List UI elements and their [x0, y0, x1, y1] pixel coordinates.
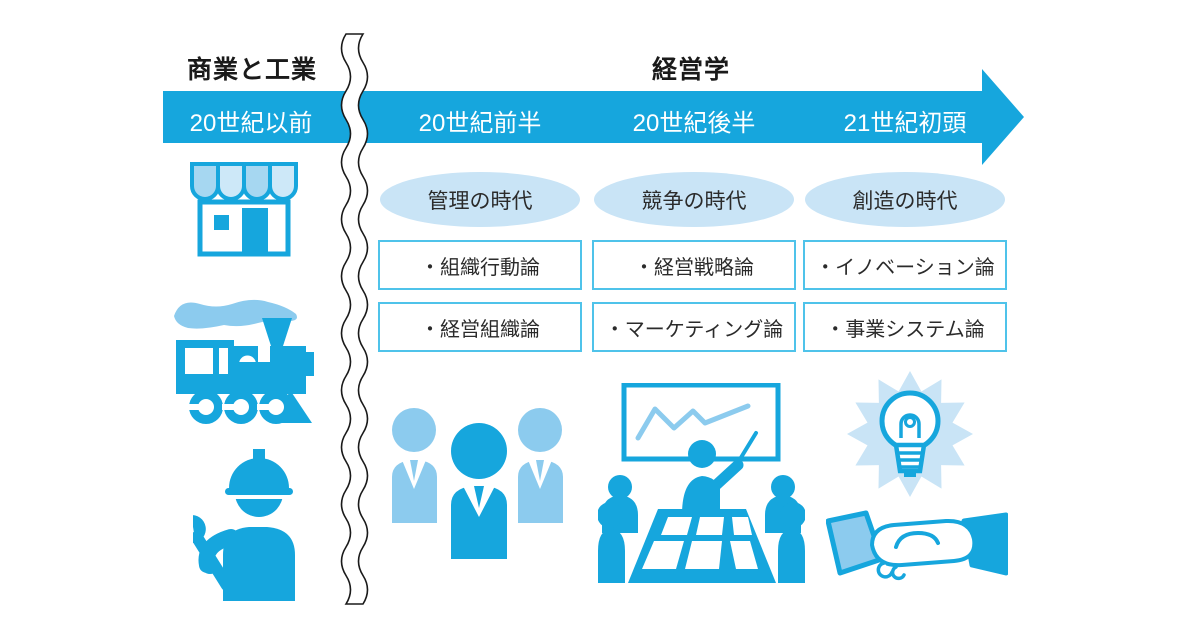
meeting-presentation-icon — [598, 383, 805, 588]
wavy-divider — [330, 30, 390, 608]
theory-box-management-organization: ・経営組織論 — [378, 302, 582, 352]
theory-box-organizational-behavior: ・組織行動論 — [378, 240, 582, 290]
era-ellipse-creation: 創造の時代 — [805, 172, 1005, 227]
header-management-studies: 経営学 — [652, 56, 731, 84]
theory-box-management-strategy: ・経営戦略論 — [592, 240, 796, 290]
steam-locomotive-icon — [170, 290, 315, 427]
theory-box-innovation: ・イノベーション論 — [803, 240, 1007, 290]
storefront-icon — [186, 160, 302, 258]
period-label-early-20c: 20世紀前半 — [418, 110, 542, 137]
period-label-early-21c: 21世紀初頭 — [843, 110, 967, 137]
period-label-late-20c: 20世紀後半 — [632, 110, 756, 137]
timeline-arrow-head — [982, 69, 1024, 165]
header-commerce-industry: 商業と工業 — [187, 56, 318, 84]
construction-worker-icon — [193, 441, 298, 601]
timeline-arrow-band — [163, 91, 983, 143]
idea-lightbulb-icon — [830, 368, 990, 500]
era-ellipse-management: 管理の時代 — [380, 172, 580, 227]
theory-box-business-system: ・事業システム論 — [803, 302, 1007, 352]
business-people-icon — [390, 405, 565, 560]
theory-box-marketing: ・マーケティング論 — [592, 302, 796, 352]
period-label-pre-20c: 20世紀以前 — [189, 110, 313, 137]
era-ellipse-competition: 競争の時代 — [594, 172, 794, 227]
handshake-icon — [826, 505, 1008, 585]
